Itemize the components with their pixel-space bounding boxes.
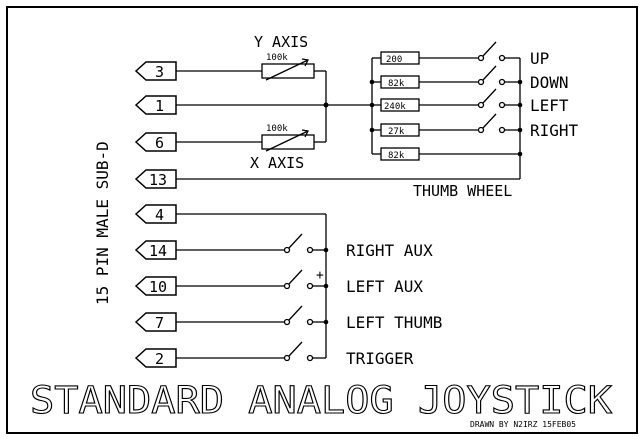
button-label-trigger: TRIGGER — [346, 349, 414, 368]
drawing-border — [6, 6, 638, 434]
pin-4: 4 — [134, 204, 177, 224]
resistor-240k: 240k — [380, 98, 420, 112]
x-axis-label: X AXIS — [250, 154, 304, 172]
pin-6: 6 — [134, 132, 177, 152]
junction-dot — [369, 102, 375, 108]
junction-dot — [517, 79, 523, 85]
thumb-wheel-caption: THUMB WHEEL — [413, 182, 512, 200]
pin-number: 3 — [155, 63, 164, 81]
drawing-credit: DRAWN BY N2IRZ 15FEB05 — [470, 420, 576, 429]
junction-dot — [369, 79, 375, 85]
svg-text:27k: 27k — [388, 127, 405, 137]
x-axis-value: 100k — [266, 124, 288, 134]
button-switches — [176, 213, 327, 362]
pin-number: 2 — [155, 350, 164, 368]
junction-dot — [517, 127, 523, 133]
svg-text:82k: 82k — [388, 151, 405, 161]
pin-2: 2 — [134, 348, 177, 368]
resistor-82k-a: 82k — [380, 75, 420, 89]
plus-mark: + — [316, 268, 324, 283]
pin-number: 4 — [155, 206, 164, 224]
pin-number: 7 — [155, 314, 164, 332]
hat-label-right: RIGHT — [530, 121, 579, 140]
x-axis-pot — [176, 129, 326, 152]
resistor-27k: 27k — [380, 123, 420, 137]
pin-number: 10 — [149, 278, 167, 296]
pin-number: 1 — [155, 97, 164, 115]
pin-14: 14 — [134, 240, 177, 260]
hat-switches — [419, 41, 521, 179]
y-axis-pot — [176, 58, 327, 142]
pin-7: 7 — [134, 312, 177, 332]
junction-dot — [323, 319, 329, 325]
pin-1: 1 — [134, 95, 177, 115]
resistor-200: 200 — [380, 51, 420, 65]
button-label-left-thumb: LEFT THUMB — [346, 313, 442, 332]
pin-3: 3 — [134, 61, 177, 81]
junction-dot — [323, 247, 329, 253]
junction-dot — [323, 283, 329, 289]
hat-label-down: DOWN — [530, 73, 569, 92]
svg-text:82k: 82k — [388, 79, 405, 89]
pin-number: 13 — [149, 171, 167, 189]
pin-10: 10 — [134, 276, 177, 296]
drawing-title: STANDARD ANALOG JOYSTICK — [30, 379, 613, 422]
junction-dot — [517, 151, 523, 157]
button-label-left-aux: LEFT AUX — [346, 277, 423, 296]
y-axis-label: Y AXIS — [254, 33, 308, 51]
pin-number: 6 — [155, 134, 164, 152]
junction-dot — [369, 127, 375, 133]
connector-label: 15 PIN MALE SUB-D — [93, 141, 112, 305]
junction-dot — [323, 102, 329, 108]
hat-label-up: UP — [530, 49, 549, 68]
svg-text:200: 200 — [386, 55, 402, 65]
resistor-82k-b: 82k — [380, 147, 420, 161]
junction-dot — [517, 102, 523, 108]
svg-text:240k: 240k — [384, 102, 406, 112]
pin-13: 13 — [134, 169, 177, 189]
y-axis-value: 100k — [266, 53, 288, 63]
button-label-right-aux: RIGHT AUX — [346, 241, 433, 260]
pin-number: 14 — [149, 242, 167, 260]
hat-label-left: LEFT — [530, 96, 569, 115]
